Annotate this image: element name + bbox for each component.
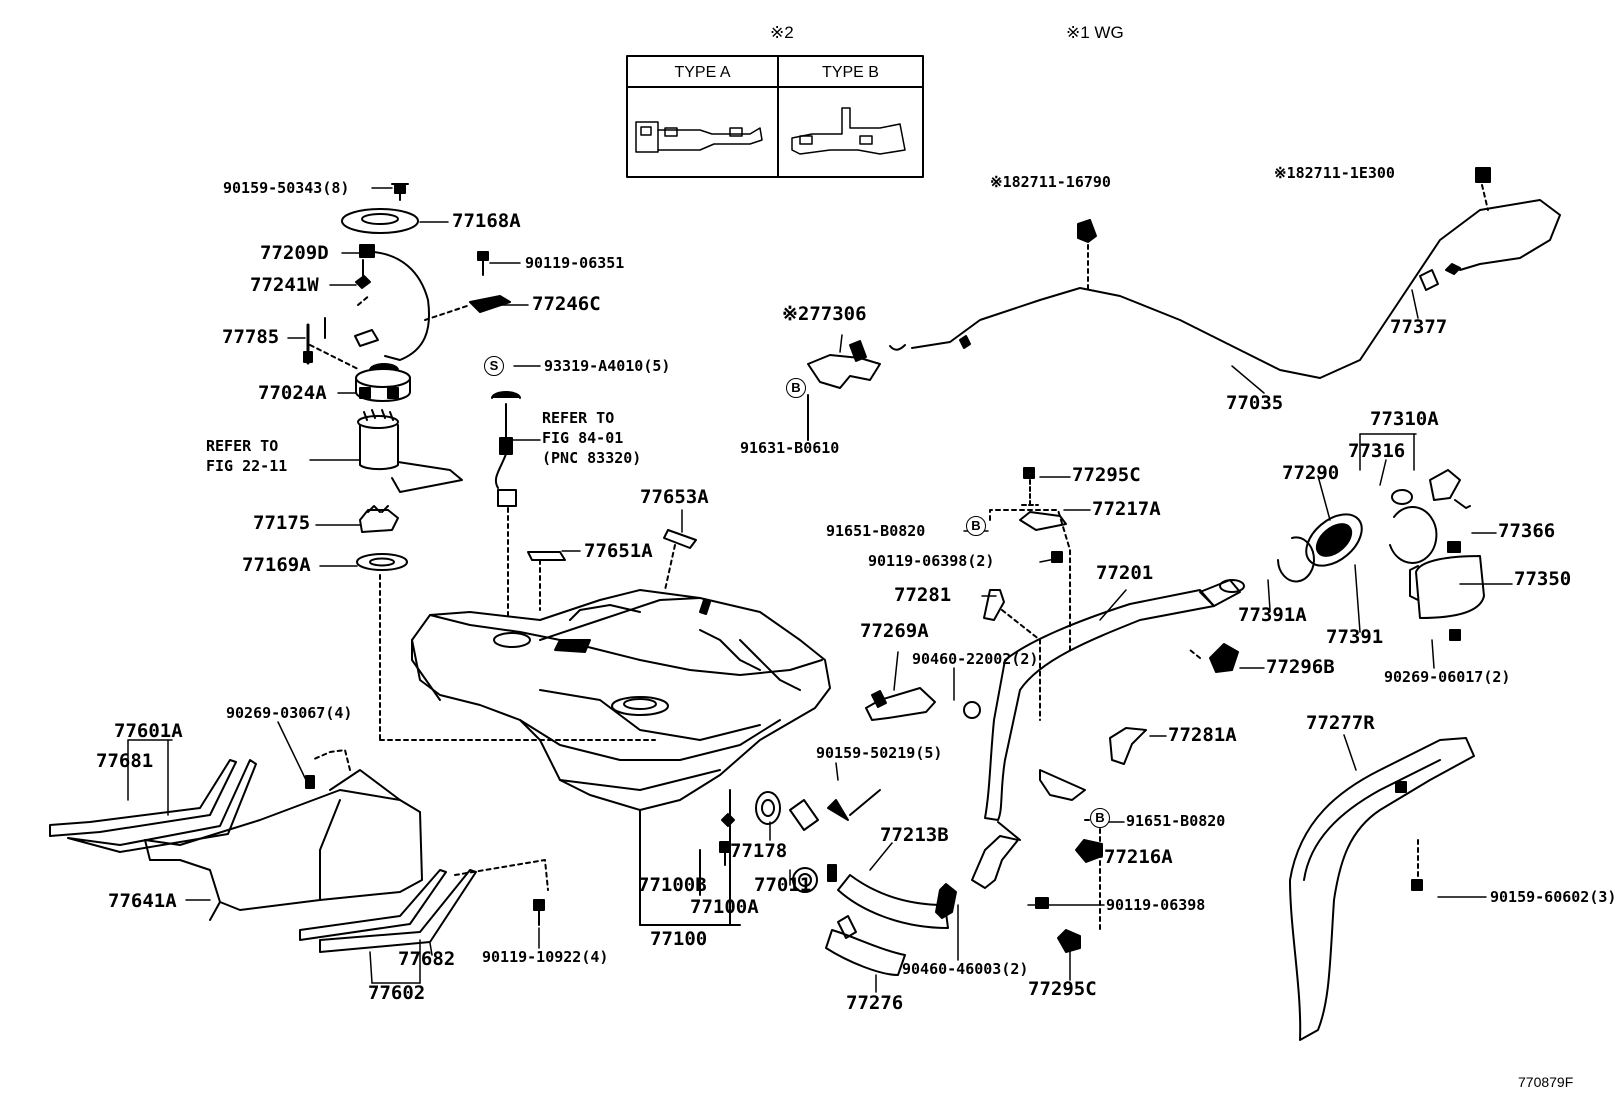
part-label: 77281 bbox=[894, 584, 952, 606]
part-label: 90119-10922(4) bbox=[482, 948, 609, 966]
fuel-sender-gauge bbox=[491, 391, 521, 621]
symbol-b-circle-lever: B bbox=[786, 378, 806, 398]
part-label: 77651A bbox=[584, 540, 653, 562]
fuel-cap-and-door bbox=[1277, 469, 1485, 641]
sender-ref-line-1: REFER TO bbox=[542, 409, 615, 427]
wg-mark: ※1 WG bbox=[1066, 23, 1124, 42]
fuel-tank-fittings bbox=[719, 789, 881, 893]
pump-ref-line-2: FIG 22-11 bbox=[206, 457, 288, 475]
part-label: 77216A bbox=[1104, 846, 1173, 868]
type-a-header: TYPE A bbox=[674, 64, 731, 81]
part-label: 77217A bbox=[1092, 498, 1161, 520]
part-label: 77281A bbox=[1168, 724, 1237, 746]
part-label: 90159-50219(5) bbox=[816, 744, 943, 762]
type-a-bracket-icon bbox=[635, 121, 763, 153]
part-label: 77682 bbox=[398, 948, 456, 970]
fuel-filler-protector bbox=[1289, 737, 1475, 1041]
part-label: 77653A bbox=[640, 486, 709, 508]
pump-reference-note: REFER TO FIG 22-11 bbox=[206, 436, 287, 476]
part-label: 77641A bbox=[108, 890, 177, 912]
part-label: 77100A bbox=[690, 896, 759, 918]
part-label: 77601A bbox=[114, 720, 183, 742]
part-label: 77168A bbox=[452, 210, 521, 232]
part-label: 77100 bbox=[650, 928, 708, 950]
part-label: 77681 bbox=[96, 750, 154, 772]
part-label: ※182711-1E300 bbox=[1274, 164, 1395, 182]
symbol-b-circle-clamp: B bbox=[1090, 808, 1110, 828]
symbol-b-circle-bracket: B bbox=[966, 516, 986, 536]
part-label: 90119-06398 bbox=[1106, 896, 1206, 914]
drawing-code: 770879F bbox=[1518, 1074, 1574, 1090]
type-variant-mark: ※2 bbox=[770, 23, 794, 42]
part-label: 77213B bbox=[880, 824, 949, 846]
part-label: 77391A bbox=[1238, 604, 1307, 626]
part-label: 93319-A4010(5) bbox=[544, 357, 671, 375]
part-label: 77175 bbox=[253, 512, 311, 534]
part-label: 90460-46003(2) bbox=[902, 960, 1029, 978]
part-label: 77295C bbox=[1028, 978, 1097, 1000]
part-label: 77316 bbox=[1348, 440, 1406, 462]
part-label: 77178 bbox=[730, 840, 788, 862]
sender-ref-line-3: (PNC 83320) bbox=[542, 449, 642, 467]
part-label: 77011 bbox=[754, 874, 812, 896]
part-label: 77295C bbox=[1072, 464, 1141, 486]
sender-reference-note: REFER TO FIG 84-01 (PNC 83320) bbox=[542, 408, 641, 468]
part-label: 90269-03067(4) bbox=[226, 704, 353, 722]
part-label: 77035 bbox=[1226, 392, 1284, 414]
sender-ref-line-2: FIG 84-01 bbox=[542, 429, 624, 447]
part-label: 90119-06398(2) bbox=[868, 552, 995, 570]
part-label: 90159-60602(3) bbox=[1490, 888, 1616, 906]
type-b-header: TYPE B bbox=[822, 64, 879, 81]
symbol-s-circle: S bbox=[484, 356, 504, 376]
part-label: 77310A bbox=[1370, 408, 1439, 430]
part-label: 90269-06017(2) bbox=[1384, 668, 1511, 686]
leader-lines bbox=[127, 187, 1513, 993]
part-label: 77241W bbox=[250, 274, 319, 296]
part-label: 77209D bbox=[260, 242, 329, 264]
part-label: 77602 bbox=[368, 982, 426, 1004]
part-label: 77269A bbox=[860, 620, 929, 642]
fuel-tank bbox=[411, 589, 831, 926]
part-label: 77169A bbox=[242, 554, 311, 576]
part-label: 77350 bbox=[1514, 568, 1572, 590]
part-label: 77366 bbox=[1498, 520, 1556, 542]
part-label: 77785 bbox=[222, 326, 280, 348]
part-77246c-bracket bbox=[469, 251, 511, 313]
part-label: 77391 bbox=[1326, 626, 1384, 648]
fuel-pump-assembly bbox=[303, 183, 656, 741]
part-label: 77290 bbox=[1282, 462, 1340, 484]
filler-hoses bbox=[825, 687, 981, 976]
type-b-bracket-icon bbox=[791, 107, 906, 155]
filler-pipe bbox=[971, 579, 1245, 889]
part-label: 77277R bbox=[1306, 712, 1375, 734]
part-label: 77024A bbox=[258, 382, 327, 404]
part-label: 90159-50343(8) bbox=[223, 179, 350, 197]
part-label: 90119-06351 bbox=[525, 254, 625, 272]
part-label: 91651-B0820 bbox=[1126, 812, 1226, 830]
part-label: 77100B bbox=[638, 874, 707, 896]
part-label: 91651-B0820 bbox=[826, 522, 926, 540]
part-label: 91631-B0610 bbox=[740, 439, 840, 457]
tank-protectors bbox=[49, 749, 549, 953]
part-label: 77296B bbox=[1266, 656, 1335, 678]
gaskets bbox=[527, 529, 697, 611]
part-label: 90460-22002(2) bbox=[912, 650, 1039, 668]
part-label: ※182711-16790 bbox=[990, 173, 1111, 191]
pipe-brackets bbox=[983, 467, 1239, 953]
type-variant-box bbox=[626, 55, 924, 178]
part-label: 77246C bbox=[532, 293, 601, 315]
part-label: 77201 bbox=[1096, 562, 1154, 584]
part-label: ※277306 bbox=[782, 303, 867, 325]
part-label: 77276 bbox=[846, 992, 904, 1014]
pump-ref-line-1: REFER TO bbox=[206, 437, 279, 455]
part-label: 77377 bbox=[1390, 316, 1448, 338]
opener-lever-and-cable bbox=[807, 167, 1561, 441]
